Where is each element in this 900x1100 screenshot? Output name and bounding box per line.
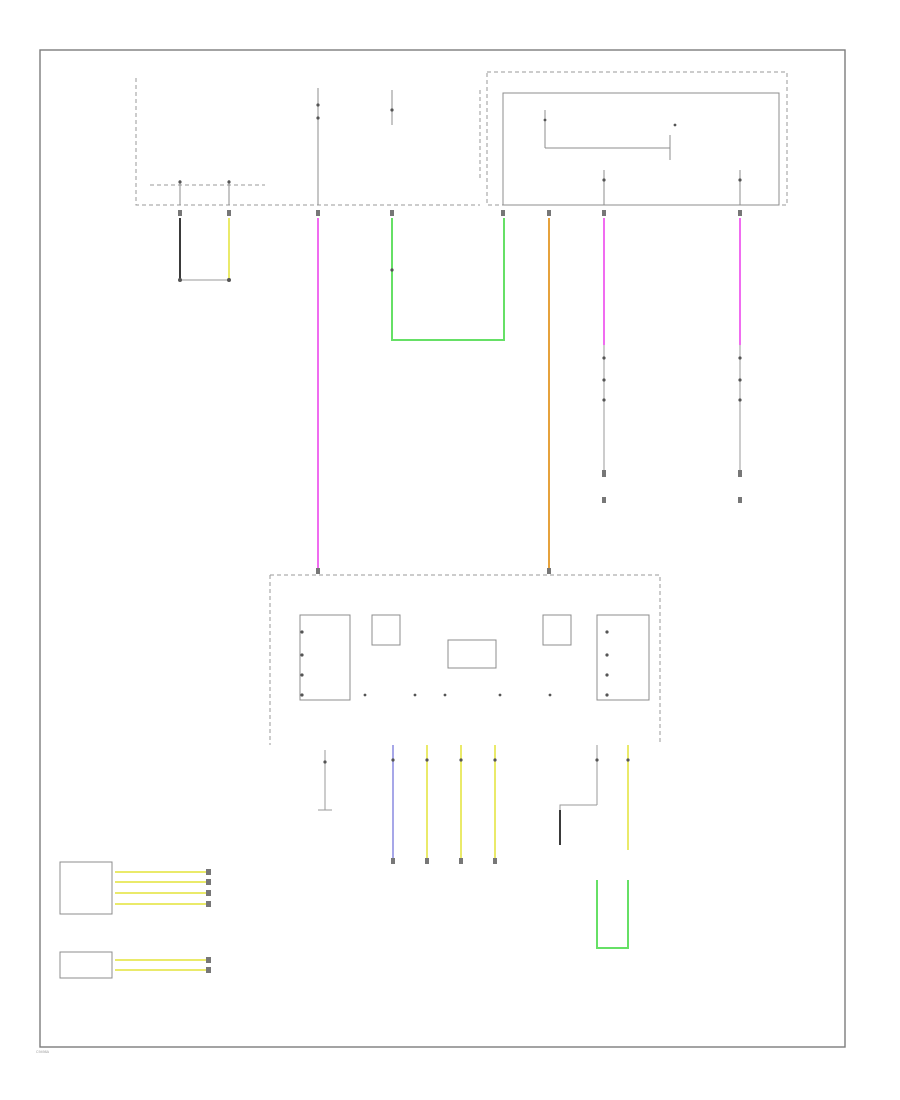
left-splice-circuit <box>178 218 231 282</box>
battery-junction-box <box>135 78 481 206</box>
pink-feed-circuit <box>316 218 320 574</box>
orange-feed-circuit <box>547 218 551 574</box>
green-loop-circuit <box>390 218 505 341</box>
control-module <box>269 574 661 745</box>
footer-code: C9498A <box>36 1050 50 1054</box>
smart-junction-box <box>486 71 788 206</box>
module-output-circuits <box>318 745 630 949</box>
instrument-cluster-box <box>59 861 211 915</box>
outer-frame <box>39 49 846 1048</box>
top-connector-terminals <box>178 210 742 216</box>
right-branch-circuits <box>602 218 742 503</box>
engine-control-module-box <box>59 951 211 979</box>
